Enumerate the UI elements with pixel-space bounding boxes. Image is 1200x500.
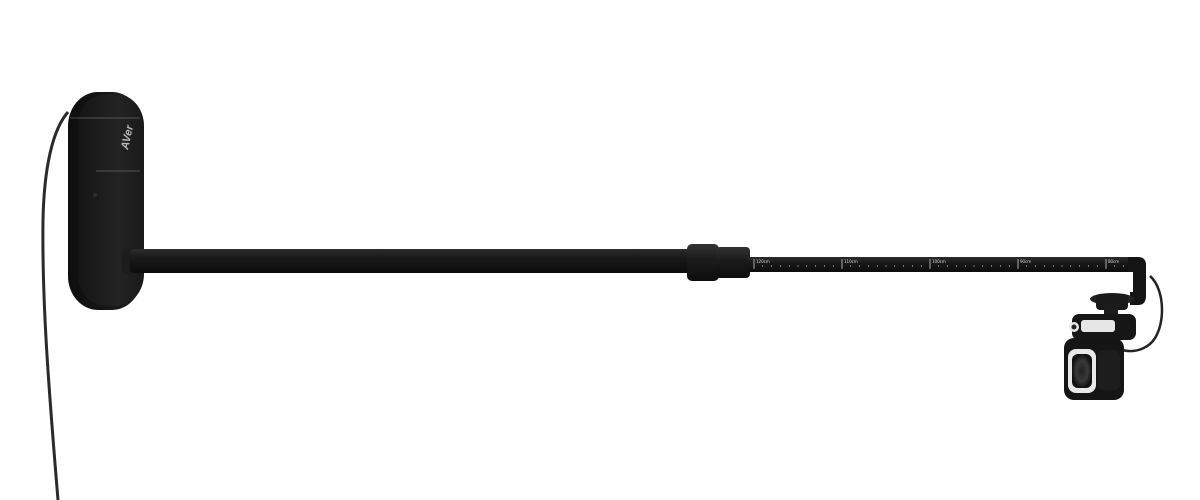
scale-label: 90cm: [1020, 259, 1031, 264]
camera-lens: [1072, 354, 1092, 388]
brand-logo: AVer: [119, 124, 136, 152]
camera-mount: [1069, 293, 1136, 340]
camera-cable: [1121, 275, 1164, 353]
scale-label: 110cm: [844, 259, 858, 264]
length-scale-labels: 120cm 110cm 100cm 90cm 80cm: [756, 259, 1119, 264]
scale-label: 120cm: [756, 259, 770, 264]
scale-label: 80cm: [1108, 259, 1119, 264]
indicator-dot: [93, 193, 97, 197]
length-scale: [753, 259, 1124, 269]
wall-mount-base: AVer: [68, 92, 144, 310]
extension-pole: [748, 257, 1136, 272]
webcam: [1064, 338, 1124, 400]
main-pole: [130, 249, 695, 273]
power-cable: [41, 111, 70, 500]
telescope-lock-ring: [687, 244, 750, 281]
camera-top-label: [1081, 320, 1115, 332]
pole-elbow: [1128, 257, 1146, 305]
scale-label: 100cm: [932, 259, 946, 264]
